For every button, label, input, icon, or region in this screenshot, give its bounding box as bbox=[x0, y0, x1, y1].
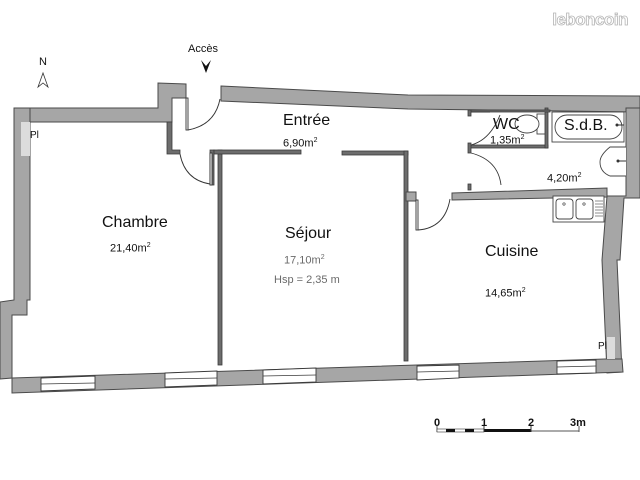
scale-bar bbox=[436, 426, 580, 433]
wall-sejour-left bbox=[217, 149, 223, 366]
room-area-entree: 6,90m2 bbox=[283, 137, 318, 150]
access-label: Accès bbox=[188, 43, 218, 55]
placard-right bbox=[607, 337, 615, 359]
room-area-sejour: 17,10m2 bbox=[284, 254, 325, 267]
access-arrow-icon bbox=[201, 60, 211, 73]
wall-top-left bbox=[15, 82, 187, 301]
room-area-chambre: 21,40m2 bbox=[110, 242, 151, 255]
fixtures bbox=[514, 111, 626, 223]
watermark-logo: leboncoin bbox=[552, 10, 629, 30]
room-name-cuisine: Cuisine bbox=[485, 243, 539, 260]
window-2 bbox=[164, 370, 218, 388]
interior-walls bbox=[166, 107, 608, 366]
window-5 bbox=[556, 359, 597, 375]
toilet-icon bbox=[514, 113, 546, 135]
north-arrow-icon bbox=[37, 71, 49, 89]
sdb-door bbox=[470, 152, 502, 186]
placard-marker-right: Pl bbox=[598, 341, 607, 352]
room-name-wc: WC bbox=[493, 116, 520, 133]
window-4 bbox=[416, 364, 460, 381]
placard-marker-left: Pl bbox=[30, 130, 39, 141]
scale-tick-3m: 3m bbox=[570, 417, 586, 429]
wall-sejour-top-right bbox=[341, 150, 409, 156]
kitchen-sink-icon bbox=[552, 195, 605, 223]
room-area-cuisine: 14,65m2 bbox=[485, 287, 526, 300]
placard-left bbox=[21, 122, 30, 156]
wc-door bbox=[470, 114, 501, 146]
room-name-entree: Entrée bbox=[283, 112, 331, 129]
scale-tick-1: 1 bbox=[481, 417, 488, 429]
room-name-sdb: S.d.B. bbox=[564, 117, 608, 134]
wall-wc-right bbox=[544, 107, 549, 149]
doors bbox=[179, 97, 502, 231]
windows bbox=[40, 359, 597, 392]
wall-bottom bbox=[11, 358, 624, 394]
room-name-sejour: Séjour bbox=[285, 225, 332, 242]
ceiling-height-sejour: Hsp = 2,35 m bbox=[274, 274, 340, 286]
cuisine-door bbox=[415, 199, 419, 231]
room-name-chambre: Chambre bbox=[102, 214, 168, 231]
scale-tick-0: 0 bbox=[434, 417, 441, 429]
wall-left bbox=[0, 107, 31, 380]
room-area-sdb: 4,20m2 bbox=[547, 172, 582, 185]
wall-sejour-right bbox=[403, 150, 409, 362]
scale-tick-2: 2 bbox=[528, 417, 535, 429]
wall-right bbox=[601, 107, 640, 374]
window-3 bbox=[262, 367, 317, 385]
wall-sejour-top-left bbox=[213, 149, 302, 155]
entrance-door bbox=[185, 97, 189, 131]
compass-label: N bbox=[39, 56, 47, 68]
chambre-door bbox=[209, 152, 213, 186]
wall-chambre-entry bbox=[166, 121, 181, 155]
room-area-wc: 1,35m2 bbox=[490, 134, 525, 147]
washbasin-icon bbox=[599, 146, 626, 177]
wall-top-right bbox=[220, 85, 640, 113]
